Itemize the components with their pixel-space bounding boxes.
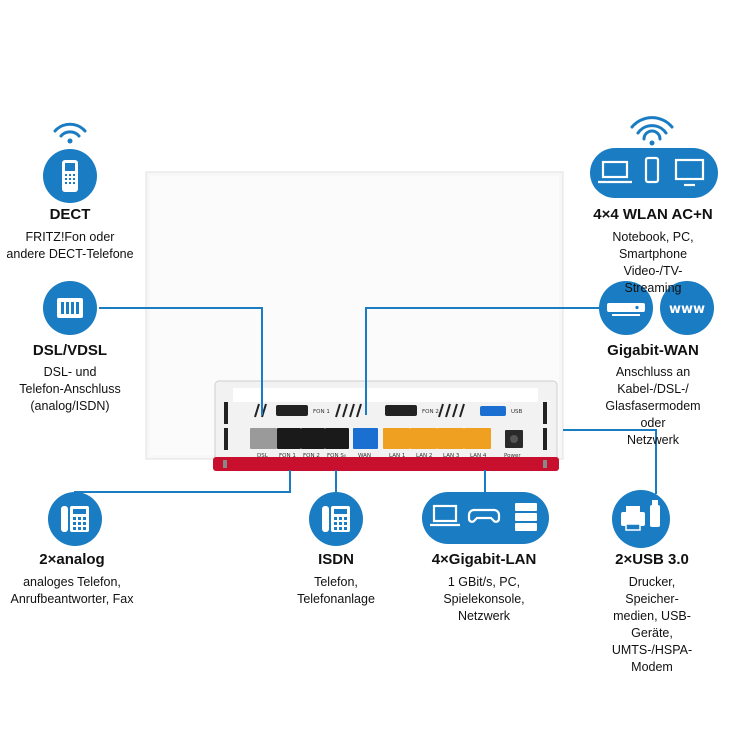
feature-title-isdn: ISDN (318, 551, 354, 568)
dsl-port-icon (43, 281, 97, 335)
port-label-lan2: LAN 2 (416, 453, 432, 459)
feature-title-usb: 2×USB 3.0 (615, 551, 689, 568)
usb-printer-icon (612, 490, 670, 548)
port-label-fons0: FON S₀ (327, 453, 347, 459)
port-fon1 (277, 428, 301, 449)
feature-desc-wlan: Notebook, PC, Smartphone Video-/TV-Strea… (612, 230, 694, 295)
feature-title-lan: 4×Gigabit-LAN (431, 551, 537, 568)
line-dsl (99, 307, 263, 415)
feature-desc-isdn: Telefon, Telefonanlage (297, 575, 375, 606)
port-label-wan: WAN (358, 453, 371, 459)
isdn-phone-icon (309, 492, 363, 546)
port-lan2 (410, 428, 437, 449)
port-label-fon1: FON 1 (279, 453, 296, 459)
feature-desc-dsl: DSL- und Telefon-Anschluss (analog/ISDN) (19, 365, 121, 413)
feature-desc-usb: Drucker, Speicher- medien, USB-Geräte, U… (611, 575, 693, 674)
network-devices-icon (422, 492, 549, 544)
top-label-fon2: FON 2 (422, 409, 439, 415)
feature-desc-dect: FRITZ!Fon oder andere DECT-Telefone (6, 230, 134, 261)
top-label-fon1: FON 1 (313, 409, 330, 415)
feature-desc-analog: analoges Telefon, Anrufbeantworter, Fax (10, 575, 134, 606)
port-fon2 (301, 428, 325, 449)
port-fons0 (325, 428, 349, 449)
feature-title-wlan: 4×4 WLAN AC+N (593, 206, 713, 223)
port-lan1 (383, 428, 410, 449)
port-label-dsl: DSL (257, 453, 269, 459)
port-label-lan3: LAN 3 (443, 453, 460, 459)
port-label-lan1: LAN 1 (389, 453, 405, 459)
fon1-connector (276, 405, 308, 416)
www-label: www (669, 302, 705, 317)
line-usb (563, 429, 657, 494)
port-lan4 (464, 428, 491, 449)
port-label-lan4: LAN 4 (470, 453, 487, 459)
dect-phone-icon (43, 122, 97, 203)
port-wan (353, 428, 378, 449)
port-lan3 (437, 428, 464, 449)
feature-title-wan: Gigabit-WAN (607, 342, 699, 359)
port-label-power: Power (504, 453, 521, 459)
phone-icon (48, 492, 102, 546)
feature-desc-wan: Anschluss an Kabel-/DSL-/ Glasfasermodem… (605, 365, 701, 447)
line-analog (74, 470, 291, 500)
router-base (213, 457, 559, 471)
feature-title-dect: DECT (49, 206, 91, 223)
port-label-fon2: FON 2 (303, 453, 320, 459)
fon2-connector (385, 405, 417, 416)
line-wan (365, 307, 600, 415)
devices-icon (590, 116, 718, 198)
usb-port (480, 406, 506, 416)
feature-title-dsl: DSL/VDSL (32, 342, 108, 359)
feature-desc-lan: 1 GBit/s, PC, Spielekonsole, Netzwerk (443, 575, 525, 623)
top-label-usb: USB (511, 409, 523, 415)
www-icon: www (660, 281, 714, 335)
router-ports: DSL FON 1 FON 2 FON S₀ WAN LAN 1 LAN 2 L… (250, 428, 523, 459)
feature-title-analog: 2×analog (39, 551, 105, 568)
port-dsl (250, 428, 277, 449)
modem-icon (599, 281, 653, 335)
